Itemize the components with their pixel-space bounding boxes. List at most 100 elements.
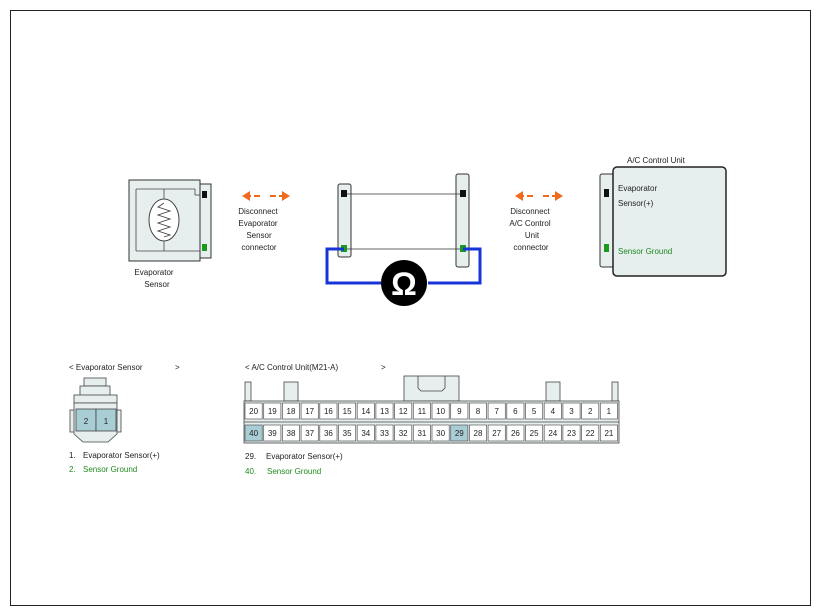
acu-pin-1: 1 [607,407,612,416]
acu-pin-cell-14 [356,402,375,420]
acu-pin-22: 22 [586,429,595,438]
diagram-frame [10,10,811,606]
acu-pin-cell-19 [263,402,282,420]
acu-pin-cell-39 [263,424,282,442]
acu-pin-cell-25 [525,424,544,442]
acu-connector-title-end: > [381,363,386,372]
acu-pin-16: 16 [324,407,333,416]
acu-pin-cell-31 [412,424,431,442]
sensor-connector-face [69,377,122,443]
acu-pin-cell-21 [599,424,618,442]
disconnect-left-line1: Disconnect [238,207,278,216]
sensor-legend-text-2: Sensor Ground [83,465,137,474]
acu-pin-37: 37 [305,429,314,438]
acu-pin-top-line2: Sensor(+) [618,199,654,208]
acu-pin-cell-34 [356,424,375,442]
sensor-legend-text-1: Evaporator Sensor(+) [83,451,160,460]
acu-pin-cell-11 [412,402,431,420]
acu-pin-40: 40 [249,429,258,438]
acu-pin-cell-16 [319,402,338,420]
acu-pin-12: 12 [399,407,408,416]
acu-title: A/C Control Unit [627,156,686,165]
acu-pin-6: 6 [513,407,518,416]
sensor-connector-title-end: > [175,363,180,372]
disconnect-right-line3: Unit [525,231,540,240]
disconnect-right-line2: A/C Control [509,219,551,228]
acu-pin-9: 9 [457,407,462,416]
disconnect-right-line4: connector [513,243,548,252]
disconnect-right-line1: Disconnect [510,207,550,216]
acu-pin-cell-13 [375,402,394,420]
acu-pin-20: 20 [249,407,258,416]
acu-connector-title: < A/C Control Unit(M21-A) [245,363,338,372]
acu-pin-cell-23 [562,424,581,442]
acu-pin-38: 38 [287,429,296,438]
acu-pin-cell-8 [469,402,487,420]
acu-pin-cell-29 [450,424,469,442]
acu-pin-cell-28 [469,424,487,442]
acu-pin-8: 8 [476,407,481,416]
acu-pin-21: 21 [604,429,613,438]
acu-pin-14: 14 [361,407,370,416]
acu-pin-cell-27 [487,424,506,442]
acu-pin-28: 28 [474,429,483,438]
acu-pin-cell-35 [338,424,357,442]
acu-pin-33: 33 [380,429,389,438]
acu-legend-num-29: 29. [245,452,256,461]
acu-pin-29: 29 [455,429,464,438]
acu-pin-30: 30 [436,429,445,438]
acu-pin-cell-10 [431,402,450,420]
acu-pin-32: 32 [399,429,408,438]
acu-pin-31: 31 [417,429,426,438]
acu-pin-36: 36 [324,429,333,438]
acu-pin-cell-20 [244,402,263,420]
acu-pin-cell-37 [300,424,319,442]
acu-pin-cell-18 [282,402,300,420]
acu-pin-25: 25 [530,429,539,438]
acu-pin-4: 4 [551,407,556,416]
test-harness [325,173,482,306]
acu-pin-cell-38 [282,424,300,442]
acu-pin-39: 39 [268,429,277,438]
acu-pin-cell-33 [375,424,394,442]
acu-pin-23: 23 [567,429,576,438]
disconnect-left-line2: Evaporator [238,219,277,228]
disconnect-left-line3: Sensor [246,231,272,240]
ohmmeter-icon [381,260,427,306]
acu-pin-5: 5 [532,407,537,416]
acu-pin-cell-40 [244,424,263,442]
acu-pin-13: 13 [380,407,389,416]
acu-pin-15: 15 [343,407,352,416]
acu-legend-num-40: 40. [245,467,256,476]
acu-pin-cell-24 [543,424,562,442]
acu-pin-7: 7 [494,407,499,416]
sensor-pin-2: 2 [84,417,89,426]
acu-pin-cell-22 [581,424,600,442]
acu-pin-cell-5 [525,402,544,420]
acu-pin-24: 24 [548,429,557,438]
acu-pin-top-line1: Evaporator [618,184,657,193]
acu-pin-26: 26 [511,429,520,438]
acu-pin-cell-30 [431,424,450,442]
acu-pin-3: 3 [569,407,574,416]
ohm-symbol: Ω [391,266,417,302]
acu-pin-11: 11 [418,407,427,416]
acu-legend-text-29: Evaporator Sensor(+) [266,452,343,461]
sensor-pin-1: 1 [104,417,109,426]
sensor-legend-num-2: 2. [69,465,76,474]
acu-pin-cell-3 [562,402,581,420]
acu-pin-cell-36 [319,424,338,442]
acu-pin-17: 17 [305,407,314,416]
acu-pin-cell-1 [599,402,618,420]
acu-pin-cell-32 [394,424,413,442]
acu-pin-cell-9 [450,402,469,420]
disconnect-arrows-right [515,191,563,201]
evaporator-sensor [128,179,212,262]
acu-pin-cell-12 [394,402,413,420]
acu-pin-cell-4 [543,402,562,420]
acu-pin-34: 34 [361,429,370,438]
acu-pin-cell-2 [581,402,600,420]
acu-pin-cell-6 [506,402,525,420]
